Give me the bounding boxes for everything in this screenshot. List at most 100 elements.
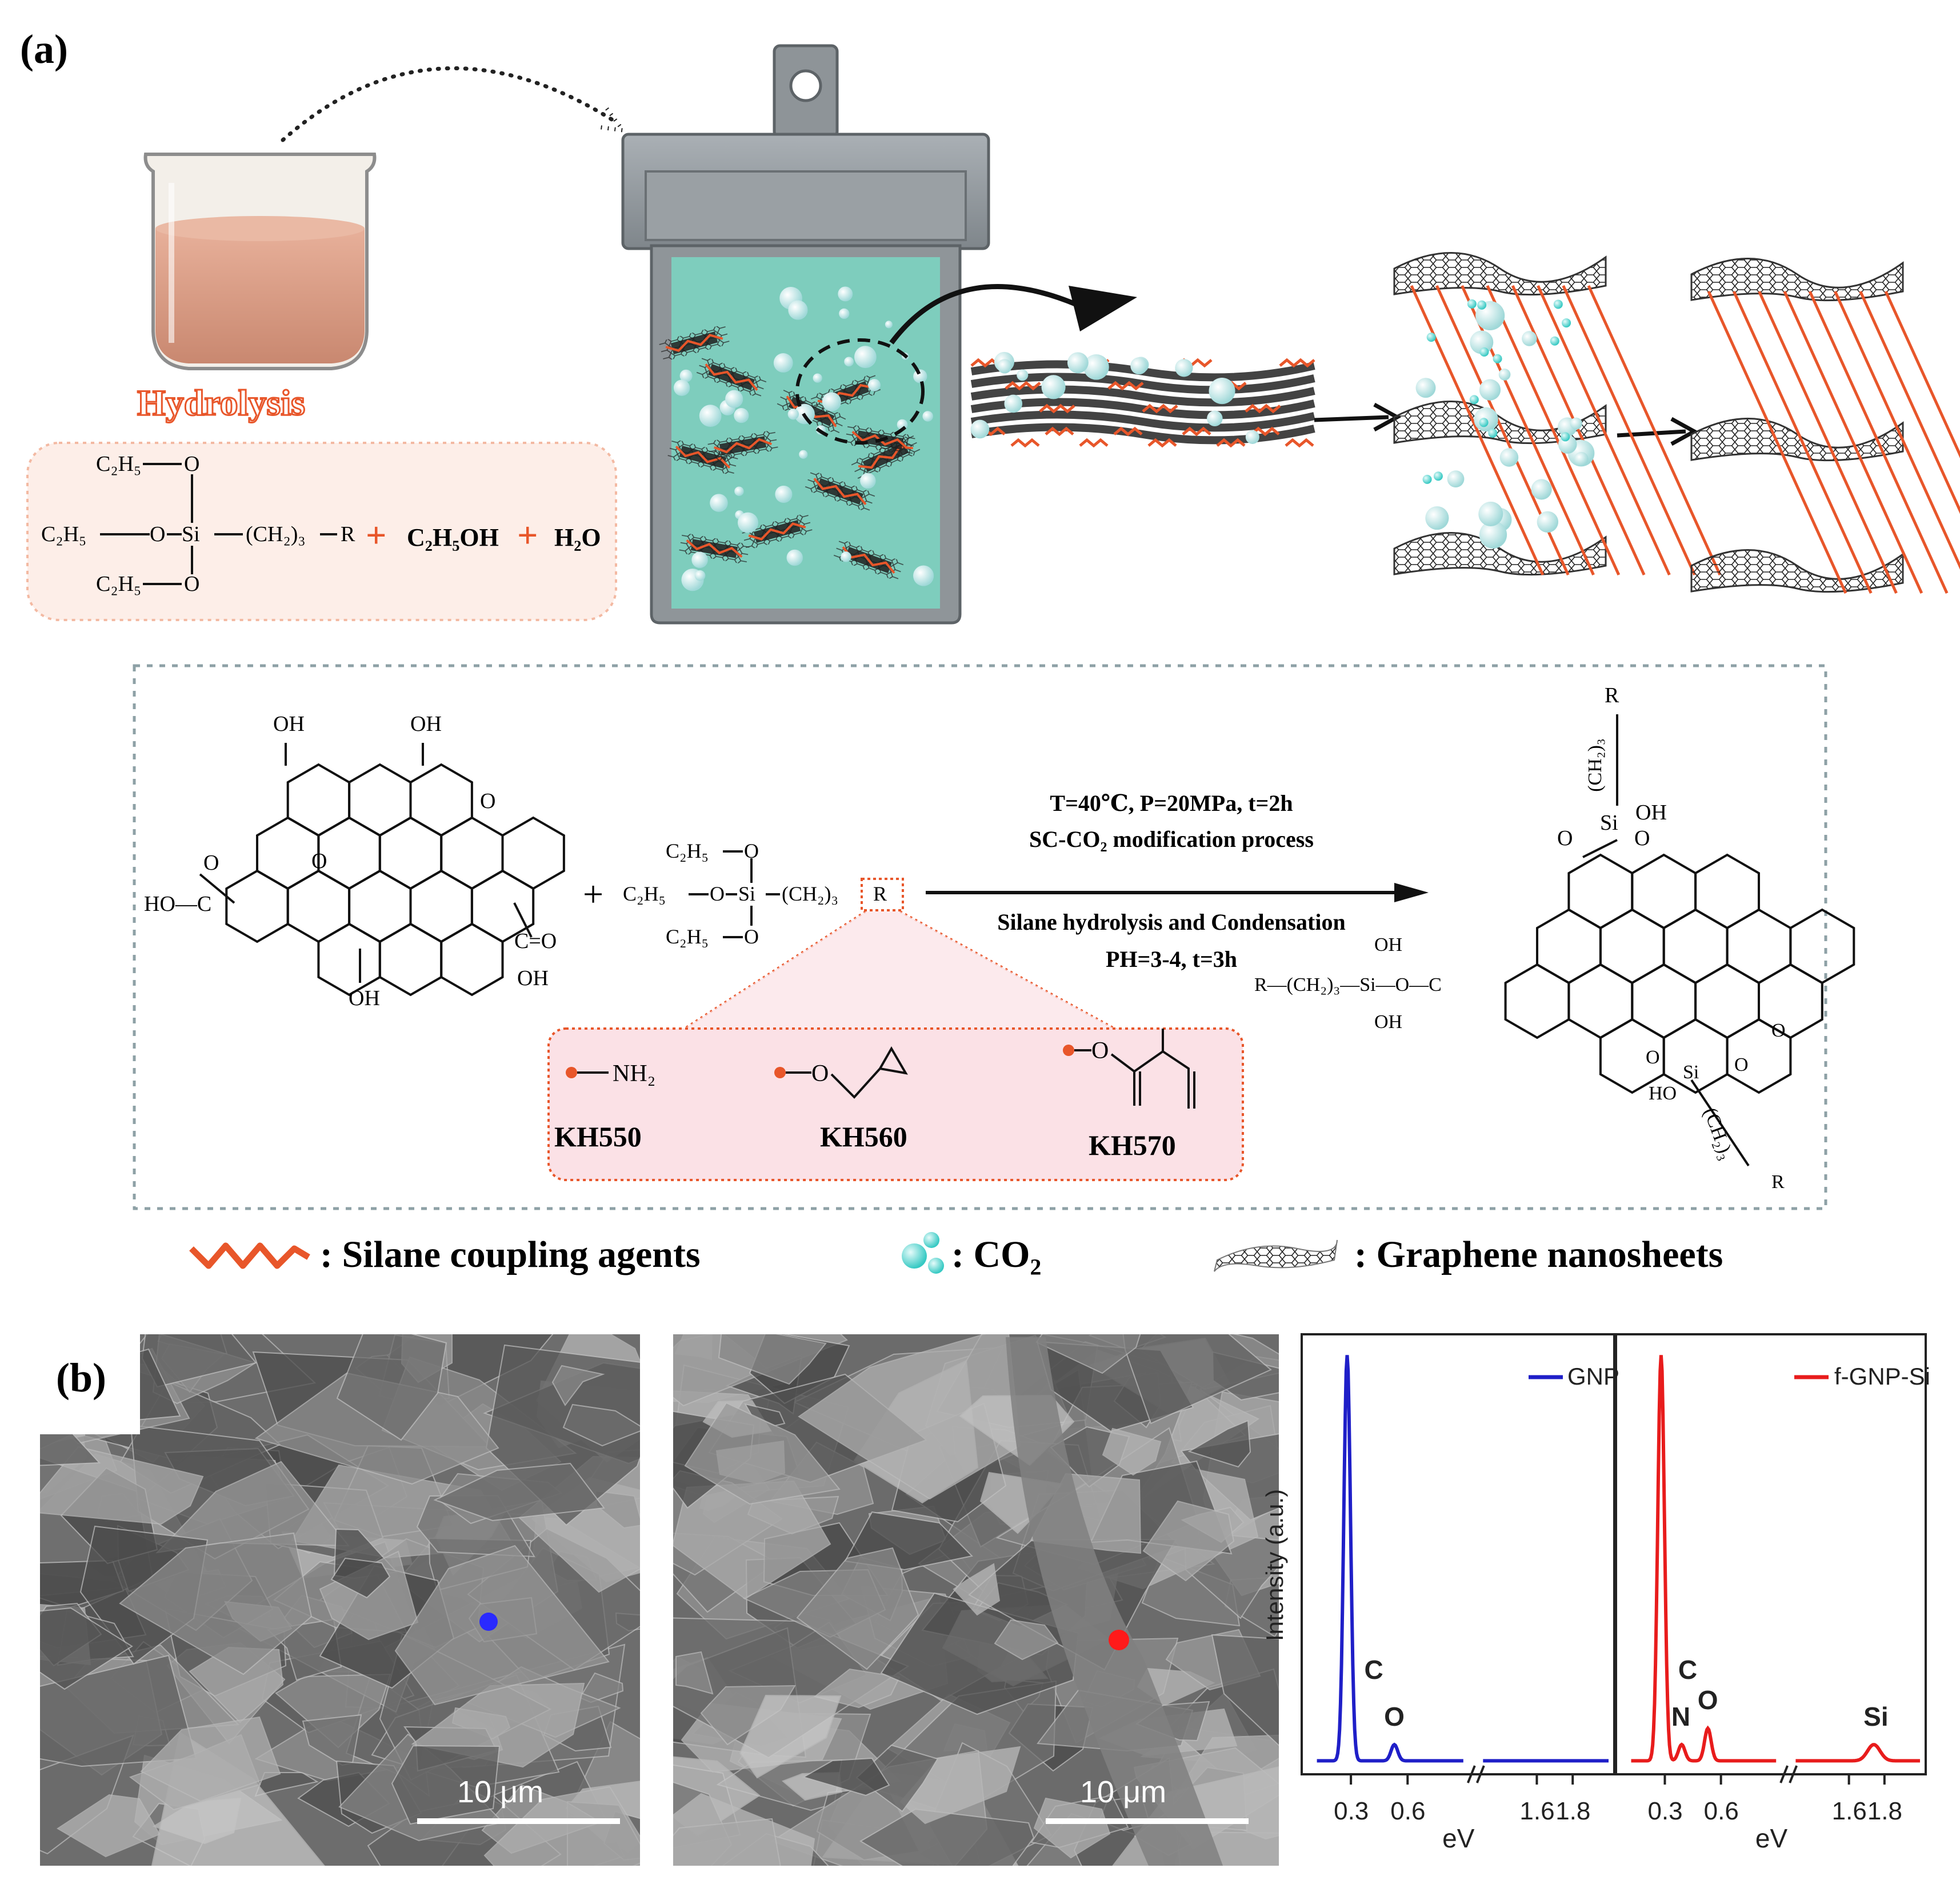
co2-bubble [799,450,808,459]
graphene-flake [658,324,730,362]
zoom-arrow [889,284,1087,345]
co2-bubble [838,286,853,302]
co2-bubble [710,494,728,512]
go-oh-4: OH [349,986,380,1010]
stage-arrow-1 [1314,415,1389,422]
scalebar-1 [417,1818,620,1824]
co2-bubble [679,369,693,382]
agent-kh550-name: KH550 [554,1121,642,1153]
go-epoxy-1: O [311,849,327,873]
co2-bubble [822,392,841,411]
prod-ch23-top: (CH₂)₃ [1584,738,1606,792]
graphene-oxide-structure [199,743,565,997]
eds-line-left [1631,1355,1777,1763]
co2-bubble [775,485,793,503]
mid-si: Si [738,882,756,905]
silane-icon [189,1242,310,1269]
x-tick-label: 0.6 [1390,1797,1426,1825]
co2-bubble [860,473,876,489]
graphene-flake [695,355,767,399]
co2-bubble [773,353,793,373]
mid-o-mid: O [710,882,725,905]
graphene-icon [1214,1239,1338,1272]
co2-bubble [839,308,850,319]
graphene-flake [707,429,779,462]
agent-kh550-group: NH₂ [613,1061,656,1087]
x-tick-label: 0.3 [1647,1797,1683,1825]
x-axis-label: eV [1755,1823,1788,1853]
co2-bubble [868,379,881,391]
eds-frame [1615,1333,1927,1775]
co2-bubble [922,411,933,422]
co2-bubble [734,407,749,423]
scale-label-2: 10 μm [1080,1775,1167,1809]
x-tick-label: 0.6 [1703,1797,1739,1825]
prod-o-top1: O [1557,826,1573,850]
co2-bubble [854,346,877,369]
prod-oh-left2: OH [1374,1011,1403,1033]
formula-r: R [341,522,355,546]
eds-line-left [1317,1355,1463,1763]
eds-spectra [1301,1333,1927,1785]
go-oh-3: OH [517,966,549,990]
prod-oh-left1: OH [1374,934,1403,955]
condition-1: T=40℃, P=20MPa, t=2h [1050,790,1293,816]
r-highlight [861,878,904,911]
graphene-flake [678,532,750,565]
reaction-box [133,664,1827,1210]
beaker-icon [143,153,377,370]
silane-formula-box [26,442,617,621]
co2-bubble [737,512,758,533]
legend-silane: : Silane coupling agents [320,1234,701,1275]
reactor-icon [621,44,990,625]
legend-label: GNP [1567,1363,1620,1390]
co2-bubble [734,486,744,496]
y-axis-label: Intensity (a.u.) [1261,1489,1289,1642]
sem-image-gnp [40,1334,640,1866]
reactor-contents [658,286,934,591]
mid-chain: (CH₂)₃ [782,882,839,905]
co2-bubble [788,300,808,320]
x-tick-label: 1.6 [1831,1797,1867,1825]
functionalized-graphene [1690,258,1960,594]
agent-kh570-name: KH570 [1089,1129,1176,1161]
co2-bubble [844,357,854,367]
panel-b-label: (b) [56,1355,106,1401]
formula-o-top: O [184,452,200,476]
graphene-flake [741,513,813,550]
peak-label-n: N [1671,1701,1691,1731]
plus-2: + [517,515,538,555]
condition-3: Silane hydrolysis and Condensation [997,909,1346,935]
go-oh-1: OH [273,712,305,736]
formula-si: Si [182,522,200,546]
co2-bubble [725,390,743,408]
prod-r-top: R [1605,683,1619,707]
panel-a-label: (a) [20,26,68,72]
x-tick-label: 1.8 [1867,1797,1902,1825]
agent-kh560-name: KH560 [820,1121,907,1153]
co2-bubble [787,409,799,420]
co2-bubble [885,321,893,329]
co2-bubble [673,379,690,396]
co2-bubble [786,549,803,566]
prod-o-top2: O [1634,826,1650,850]
agent-kh560-group: O [811,1061,829,1087]
stage-arrow-2 [1617,429,1686,438]
analysis-point-blue [479,1613,498,1631]
go-o-carbonyl: O [203,851,219,875]
expanded-graphene [1393,252,1722,576]
condition-2: SC-CO₂ modification process [1029,826,1314,852]
eds-frame [1301,1333,1615,1775]
hydrolysis-title: Hydrolysis [137,382,306,424]
legend-co2: : CO₂ [951,1234,1042,1275]
formula-o-bot: O [184,572,200,596]
prod-left-chain: R—(CH₂)₃—Si—O—C [1254,974,1442,995]
product-structure [1504,714,1855,1167]
legend-graphene: : Graphene nanosheets [1354,1234,1723,1275]
eds-line-right [1795,1743,1920,1763]
co2-bubble [699,405,722,427]
co2-bubble [694,570,706,581]
mid-c2h5-bot: C₂H₅ [666,925,709,948]
analysis-point-red [1109,1630,1129,1650]
